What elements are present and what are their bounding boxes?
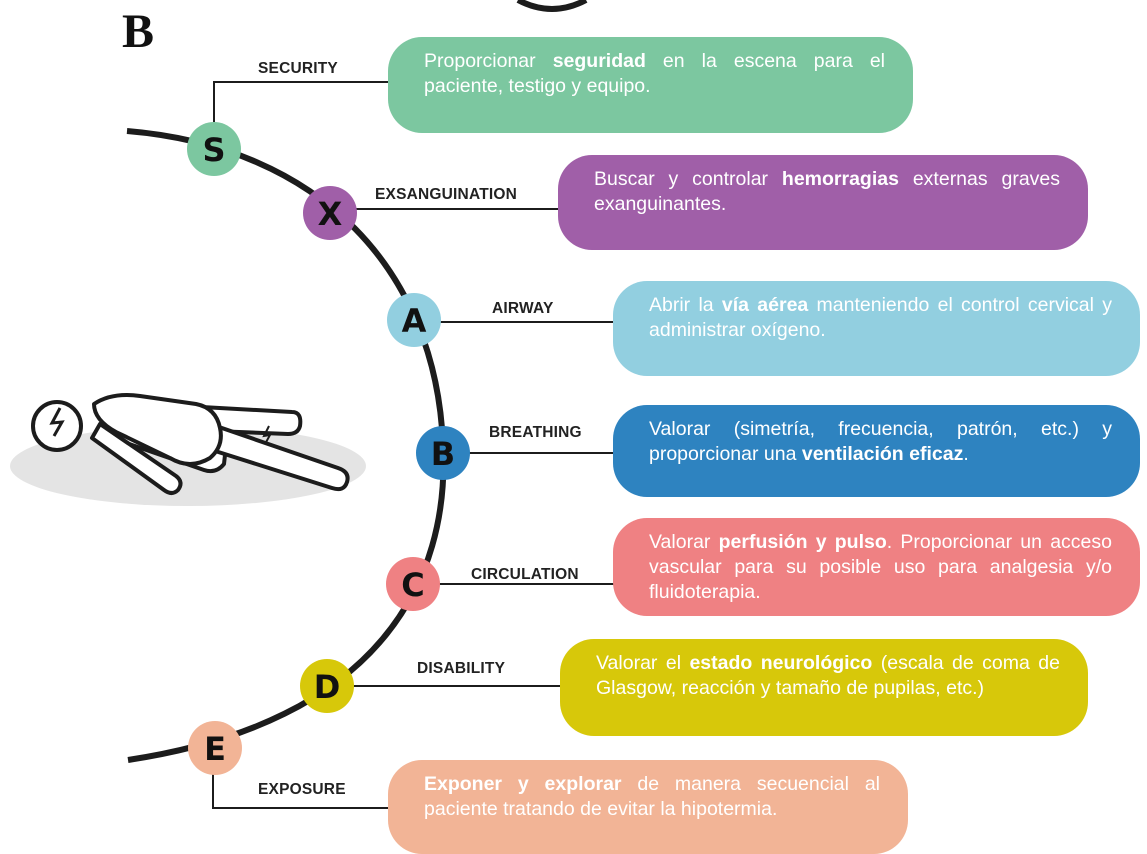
step-circle-C: C — [386, 557, 440, 611]
description-highlight: seguridad — [552, 50, 646, 72]
description-highlight: Exponer y explorar — [424, 773, 622, 795]
patient-figure-icon — [10, 393, 366, 506]
description-text: Valorar — [649, 531, 719, 553]
panel-letter: B — [122, 5, 155, 58]
description-text: (escala de coma de Glasgow, reacción y t… — [596, 652, 1060, 699]
svg-text:A: A — [402, 302, 427, 340]
svg-text:X: X — [318, 195, 343, 233]
description-text: Valorar (simetría, frecuencia, patrón, e… — [649, 418, 1112, 465]
description-text: . — [963, 443, 969, 465]
description-highlight: estado neurológico — [689, 652, 873, 674]
description-highlight: vía aérea — [721, 294, 809, 316]
svg-text:C: C — [401, 566, 424, 604]
step-label-security: SECURITY — [258, 60, 338, 77]
step-label-exsanguination: EXSANGUINATION — [375, 186, 518, 203]
step-label-exposure: EXPOSURE — [258, 781, 346, 798]
svg-text:E: E — [204, 730, 226, 768]
description-highlight: perfusión y pulso — [718, 531, 887, 553]
description-highlight: ventilación eficaz — [801, 443, 964, 465]
svg-text:B: B — [431, 435, 455, 473]
description-box-breathing: Valorar (simetría, frecuencia, patrón, e… — [613, 405, 1140, 497]
step-label-circulation: CIRCULATION — [471, 566, 579, 583]
step-circle-X: X — [303, 186, 357, 240]
svg-text:S: S — [202, 131, 225, 169]
description-text: . Proporcionar un acceso vascular para s… — [649, 531, 1112, 603]
description-highlight: hemorragias — [781, 168, 899, 190]
description-box-exsanguination: Buscar y controlar hemorragias externas … — [558, 155, 1088, 250]
step-circle-D: D — [300, 659, 354, 713]
description-text: manteniendo el control cervical y admini… — [649, 294, 1112, 341]
description-text: externas graves exanguinantes. — [594, 168, 1061, 215]
description-text: en la escena para el paciente, testigo y… — [424, 50, 886, 97]
description-text: Proporcionar — [424, 50, 553, 72]
step-circle-E: E — [188, 721, 242, 775]
step-label-airway: AIRWAY — [492, 300, 554, 317]
description-box-disability: Valorar el estado neurológico (escala de… — [560, 639, 1088, 736]
step-circle-S: S — [187, 122, 241, 176]
description-text: Valorar el — [596, 652, 690, 674]
step-label-disability: DISABILITY — [417, 660, 506, 677]
top-cropped-circle — [516, 0, 588, 12]
leader-lines — [212, 81, 618, 809]
description-text: Abrir la — [649, 294, 722, 316]
description-text: Buscar y controlar — [594, 168, 782, 190]
svg-text:D: D — [314, 668, 341, 706]
step-circle-A: A — [387, 293, 441, 347]
description-box-circulation: Valorar perfusión y pulso. Proporcionar … — [613, 518, 1140, 616]
description-box-exposure: Exponer y explorar de manera secuencial … — [388, 760, 908, 854]
description-text: de manera secuencial al paciente tratand… — [424, 773, 881, 820]
step-label-breathing: BREATHING — [489, 424, 582, 441]
description-box-airway: Abrir la vía aérea manteniendo el contro… — [613, 281, 1140, 376]
step-circle-B: B — [416, 426, 470, 480]
description-box-security: Proporcionar seguridad en la escena para… — [388, 37, 913, 133]
